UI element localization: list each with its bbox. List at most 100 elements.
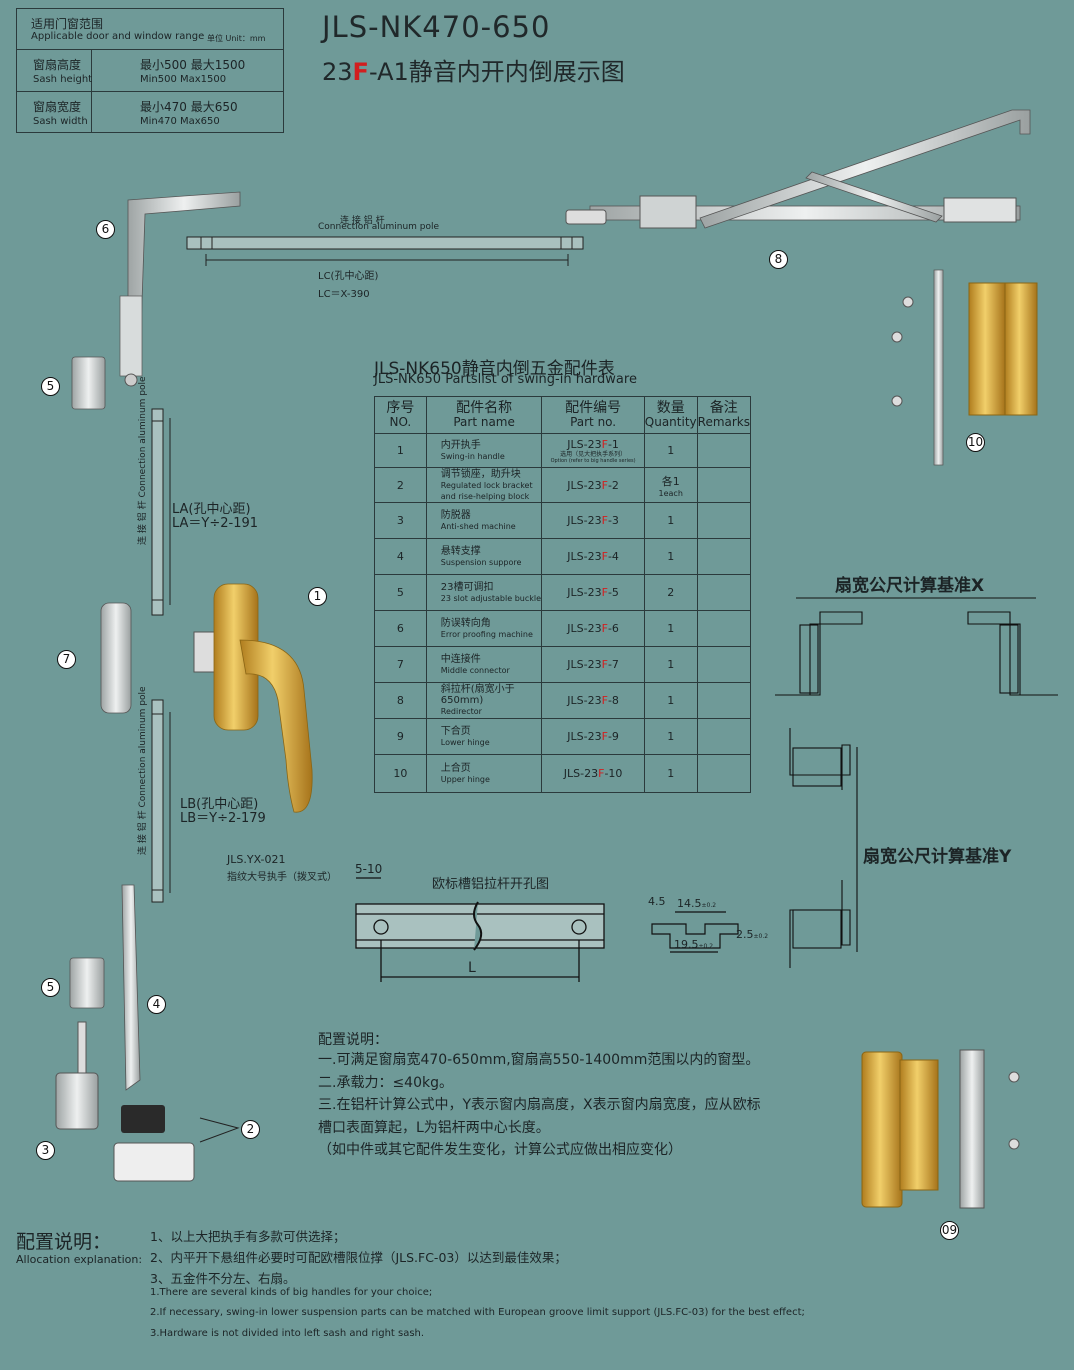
cell-name-zh: 调节锁座，助升块 xyxy=(440,468,521,480)
lock-bracket-part xyxy=(121,1105,165,1133)
lb-label: LB(孔中心距) xyxy=(180,797,259,812)
cell-qty: 1 xyxy=(643,433,698,468)
callout-6: 6 xyxy=(96,220,115,239)
anti-shed-part xyxy=(55,1021,99,1130)
tolerance: ±0.2 xyxy=(701,902,717,909)
config-title: 配置说明： xyxy=(318,1032,388,1048)
cell-name-en: Error proofing machine xyxy=(440,629,533,639)
col-en: Part name xyxy=(453,415,515,429)
rise-block-part xyxy=(113,1142,195,1182)
callout-7: 7 xyxy=(57,650,76,669)
partno-f: F xyxy=(601,437,608,451)
allocation-line-en: 2.If necessary, swing-in lower suspensio… xyxy=(150,1307,805,1318)
cell-remarks xyxy=(696,433,752,468)
callout-1: 1 xyxy=(308,587,327,606)
range-row-value: 最小470 最大650 xyxy=(140,100,238,114)
partno-suf: -7 xyxy=(607,658,619,671)
config-line: 槽口表面算起，L为铝杆两中心长度。 xyxy=(318,1119,550,1136)
range-row-height: 窗扇高度 Sash height 最小500 最大1500 Min500 Max… xyxy=(17,49,283,91)
cell-no: 2 xyxy=(374,467,427,503)
col-zh: 配件编号 xyxy=(565,400,622,416)
callout-10: 10 xyxy=(966,433,985,452)
connection-pole-la xyxy=(151,408,171,616)
cell-name-en: Redirector xyxy=(440,707,482,716)
cell-qty: 1 xyxy=(643,502,698,539)
cell-no: 6 xyxy=(374,610,427,647)
allocation-line: 2、内平开下悬组件必要时可配欧槽限位撑（JLS.FC-03）以达到最佳效果； xyxy=(150,1250,567,1265)
partno-suf: -6 xyxy=(607,622,619,635)
pointer-2 xyxy=(199,1117,240,1143)
qty-val: 1 xyxy=(667,767,675,780)
cell-no: 1 xyxy=(374,433,427,468)
cell-no: 3 xyxy=(374,502,427,539)
std-x-label: 扇宽公尺计算基准X xyxy=(835,576,985,596)
cell-qty: 1 xyxy=(643,538,698,575)
cell-name-zh: 防脱器 xyxy=(440,509,471,521)
cell-name-en: Anti-shed machine xyxy=(440,521,516,531)
cell-no: 7 xyxy=(374,646,427,683)
connection-pole-top xyxy=(186,236,584,266)
cell-name-zh: 斜拉杆(扇宽小于650mm) xyxy=(440,684,515,706)
tolerance: ±0.2 xyxy=(753,933,769,940)
cell-partno: JLS-23F-9 xyxy=(541,718,645,755)
partno-pre: JLS-23 xyxy=(567,514,602,527)
range-row-width: 窗扇宽度 Sash width 最小470 最大650 Min470 Max65… xyxy=(17,91,283,133)
partno-f: F xyxy=(601,550,608,563)
range-unit: 单位 Unit：mm xyxy=(207,34,266,43)
partno-suf: -1 xyxy=(607,437,619,451)
slot-buckle-bottom xyxy=(69,957,105,1009)
cell-qty: 2 xyxy=(643,574,698,611)
callout-4: 4 xyxy=(147,995,166,1014)
config-line: 二.承载力：≤40kg。 xyxy=(318,1074,453,1091)
cell-remarks xyxy=(696,610,752,647)
config-line: （如中件或其它配件发生变化，计算公式应做出相应变化） xyxy=(318,1142,682,1158)
partno-pre: JLS-23 xyxy=(563,767,599,780)
col-en: Part no. xyxy=(570,415,617,429)
dim-5-10: 5-10 xyxy=(355,862,383,876)
cell-name-en: Middle connector xyxy=(440,665,510,675)
subtitle-f: F xyxy=(352,58,369,86)
range-row-label-en: Sash width xyxy=(33,116,88,127)
allocation-line-en: 3.Hardware is not divided into left sash… xyxy=(150,1328,425,1339)
partno-suf: -4 xyxy=(607,550,619,563)
profile-y-drawing xyxy=(789,728,858,968)
config-line: 三.在铝杆计算公式中，Y表示窗内扇高度，X表示窗内扇宽度，应从欧标 xyxy=(318,1097,761,1113)
dim-2-5: 2.5±0.2 xyxy=(736,928,768,941)
dim-2-5-val: 2.5 xyxy=(736,928,754,941)
conn-label-en: Connection aluminum pole xyxy=(318,222,440,232)
upper-hinge-part xyxy=(891,269,1038,466)
partno-pre: JLS-23 xyxy=(567,622,602,635)
range-row-label-en: Sash height xyxy=(33,74,93,85)
allocation-line: 1、以上大把执手有多款可供选择； xyxy=(150,1229,346,1244)
redirector-stay-part xyxy=(565,109,1031,229)
allocation-title-en: Allocation explanation: xyxy=(16,1253,143,1266)
cell-partno: JLS-23F-6 xyxy=(541,610,645,647)
corner-drive-part xyxy=(119,191,241,387)
swing-in-handle-part xyxy=(193,583,313,813)
cell-name-zh: 悬转支撑 xyxy=(440,545,481,557)
col-en: NO. xyxy=(389,415,412,429)
range-title-zh: 适用门窗范围 xyxy=(31,17,104,31)
qty-val: 2 xyxy=(667,586,675,599)
partno-f: F xyxy=(601,478,608,492)
cell-name-zh: 下合页 xyxy=(440,725,471,737)
cell-partno: JLS-23F-10 xyxy=(541,754,645,793)
lc-label: LC(孔中心距) xyxy=(318,271,379,282)
connection-pole-lb xyxy=(151,699,171,903)
cell-remarks xyxy=(696,502,752,539)
